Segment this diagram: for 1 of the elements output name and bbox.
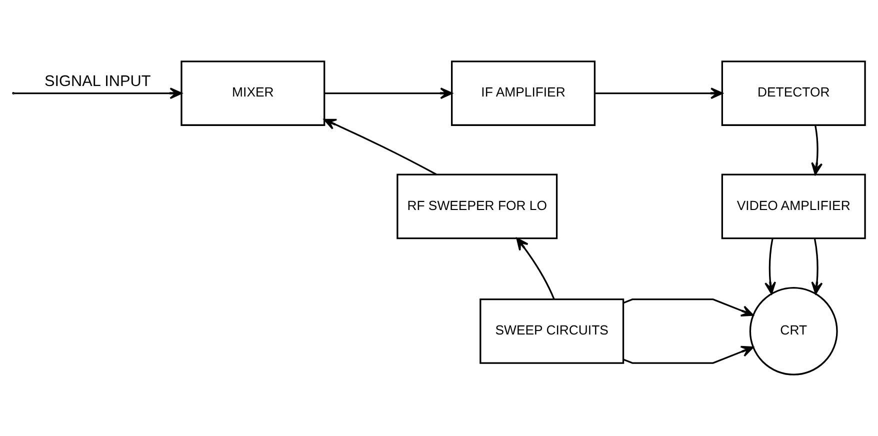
edge-label: SIGNAL INPUT	[44, 72, 151, 90]
